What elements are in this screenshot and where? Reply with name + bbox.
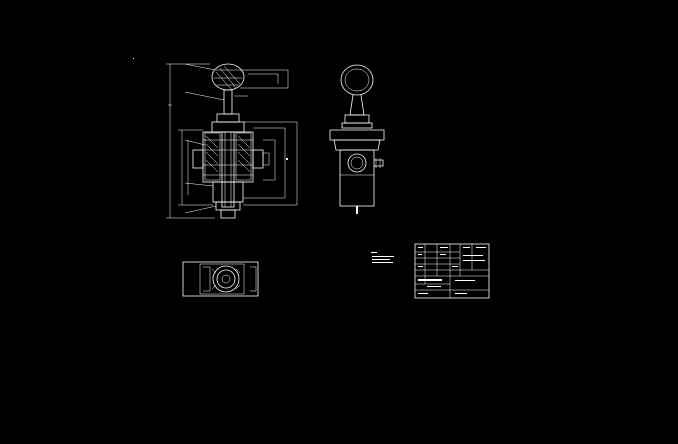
side-body (339, 149, 375, 207)
dim-port-right (263, 139, 276, 181)
tb-text-8 (463, 260, 485, 261)
leader-stem (184, 91, 225, 101)
leader-body (184, 139, 206, 146)
technical-notes (371, 252, 394, 263)
title-block-columns (424, 244, 473, 298)
side-bottom-stub (356, 206, 358, 214)
notes-line-2 (372, 259, 390, 260)
side-port-circle (347, 153, 367, 173)
tb-text-14 (418, 293, 428, 294)
tb-text-1 (418, 247, 423, 248)
side-view (329, 64, 385, 214)
tb-text-2 (440, 247, 448, 248)
tb-text-11 (427, 286, 441, 287)
dim-body-right-inner (243, 127, 286, 199)
knob-section-lines (215, 65, 241, 91)
dim-knob-right (240, 69, 289, 89)
valve-body (202, 131, 254, 183)
leader-knob (184, 63, 216, 71)
top-view (182, 261, 259, 297)
notes-line-1 (372, 256, 394, 257)
tb-text-3 (463, 247, 470, 248)
side-flange (329, 129, 385, 141)
section-hatching (205, 135, 251, 173)
side-port-inner (350, 156, 364, 170)
side-collar (344, 114, 370, 124)
left-port (192, 149, 204, 169)
bottom-cap (215, 201, 241, 211)
top-view-left-lug (203, 266, 211, 292)
tb-text-12 (455, 280, 475, 281)
top-view-center (221, 274, 231, 284)
side-knob-inner (344, 68, 370, 92)
stem (223, 89, 233, 115)
title-block (414, 243, 490, 299)
body-section-lines (203, 139, 253, 176)
top-view-right-lug (250, 266, 257, 292)
tb-drawing-name (418, 279, 442, 281)
side-fitting (374, 159, 384, 167)
top-view-outline (182, 261, 259, 297)
dim-knob-inner (248, 73, 279, 84)
hatch-left-block (204, 132, 221, 181)
bottom-plug (220, 209, 236, 219)
dim-body-right-outer (243, 121, 298, 206)
notes-line-3 (372, 262, 393, 263)
top-view-inner-ring (216, 269, 236, 289)
notes-heading-line (371, 252, 377, 253)
flange (211, 121, 245, 133)
tb-text-9 (418, 266, 423, 267)
tb-text-10 (452, 266, 458, 267)
side-knob (340, 64, 374, 96)
dim-extension-lines-body (178, 129, 213, 206)
stray-point (133, 58, 134, 59)
right-port (252, 149, 264, 169)
leader-housing (184, 182, 214, 187)
upper-collar (216, 113, 240, 123)
knob-outline (211, 63, 245, 91)
dim-arrow (286, 158, 288, 160)
title-block-frame (414, 243, 490, 299)
spool-centerlines (224, 132, 232, 207)
front-section-view (166, 63, 298, 219)
dim-extension-lines-overall (166, 63, 215, 219)
tb-text-4 (476, 247, 486, 248)
tb-text-7 (463, 255, 483, 256)
spool (221, 131, 235, 208)
tb-text-5 (418, 254, 422, 255)
top-view-outer-ring (212, 265, 240, 293)
knob-hatch (214, 69, 242, 86)
top-view-body (199, 263, 245, 295)
side-fitting-threads (375, 158, 381, 168)
leader-cap (184, 205, 217, 214)
tb-text-6 (440, 254, 446, 255)
side-collar-2 (341, 122, 373, 129)
hatch-right-block (235, 132, 252, 181)
tb-text-13 (455, 293, 467, 294)
lower-housing (212, 181, 244, 203)
side-taper (333, 139, 381, 151)
top-view-detail (211, 268, 241, 290)
title-block-rows (415, 251, 489, 291)
side-stem (349, 94, 365, 116)
right-port-fitting (262, 152, 270, 166)
